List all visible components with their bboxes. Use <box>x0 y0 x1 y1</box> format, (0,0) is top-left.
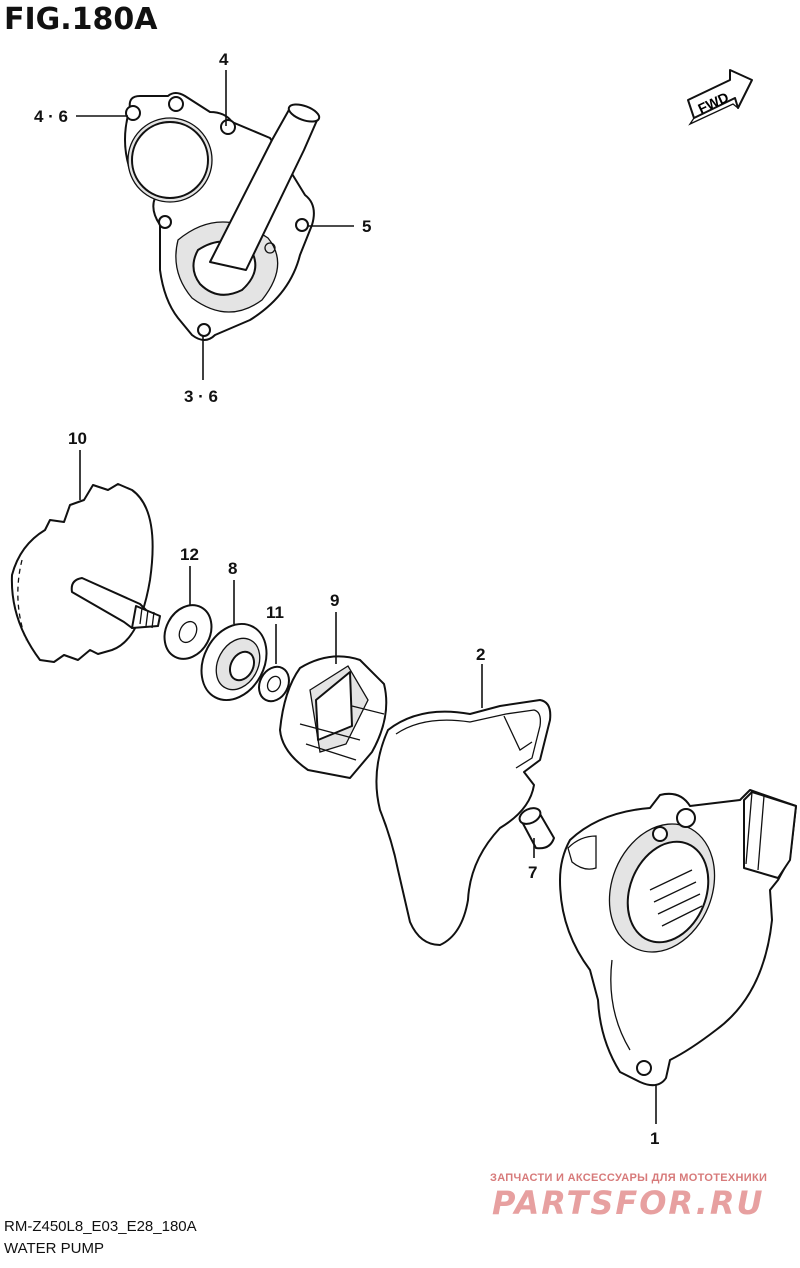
callout-4-6: 4 · 6 <box>34 107 68 126</box>
pump-gasket <box>375 699 552 946</box>
forward-arrow-icon: FWD <box>687 69 753 126</box>
callout-5: 5 <box>362 217 371 236</box>
impeller <box>279 655 388 779</box>
callout-8: 8 <box>228 559 237 578</box>
pump-driven-gear <box>10 483 161 663</box>
section-name: WATER PUMP <box>4 1240 104 1257</box>
callout-2: 2 <box>476 645 485 664</box>
leader-lines <box>76 70 657 1124</box>
dowel-pin <box>518 807 555 850</box>
model-code: RM-Z450L8_E03_E28_180A <box>4 1218 197 1235</box>
mechanical-seal <box>200 622 268 702</box>
washer <box>163 604 213 660</box>
seal-washer <box>258 665 290 703</box>
callout-7: 7 <box>528 863 537 882</box>
callout-1: 1 <box>650 1129 659 1148</box>
callout-9: 9 <box>330 591 339 610</box>
watermark-brand: PARTSFOR.RU <box>492 1184 765 1222</box>
pump-cover <box>124 92 321 341</box>
callout-3-6: 3 · 6 <box>184 387 218 406</box>
watermark-tagline: ЗАПЧАСТИ И АКСЕССУАРЫ ДЛЯ МОТОТЕХНИКИ <box>490 1172 768 1184</box>
callout-4: 4 <box>219 50 229 69</box>
pump-body <box>559 789 797 1087</box>
callout-10: 10 <box>68 429 87 448</box>
callout-11: 11 <box>266 603 284 622</box>
callout-12: 12 <box>180 545 199 564</box>
figure-title: FIG.180A <box>4 2 158 37</box>
